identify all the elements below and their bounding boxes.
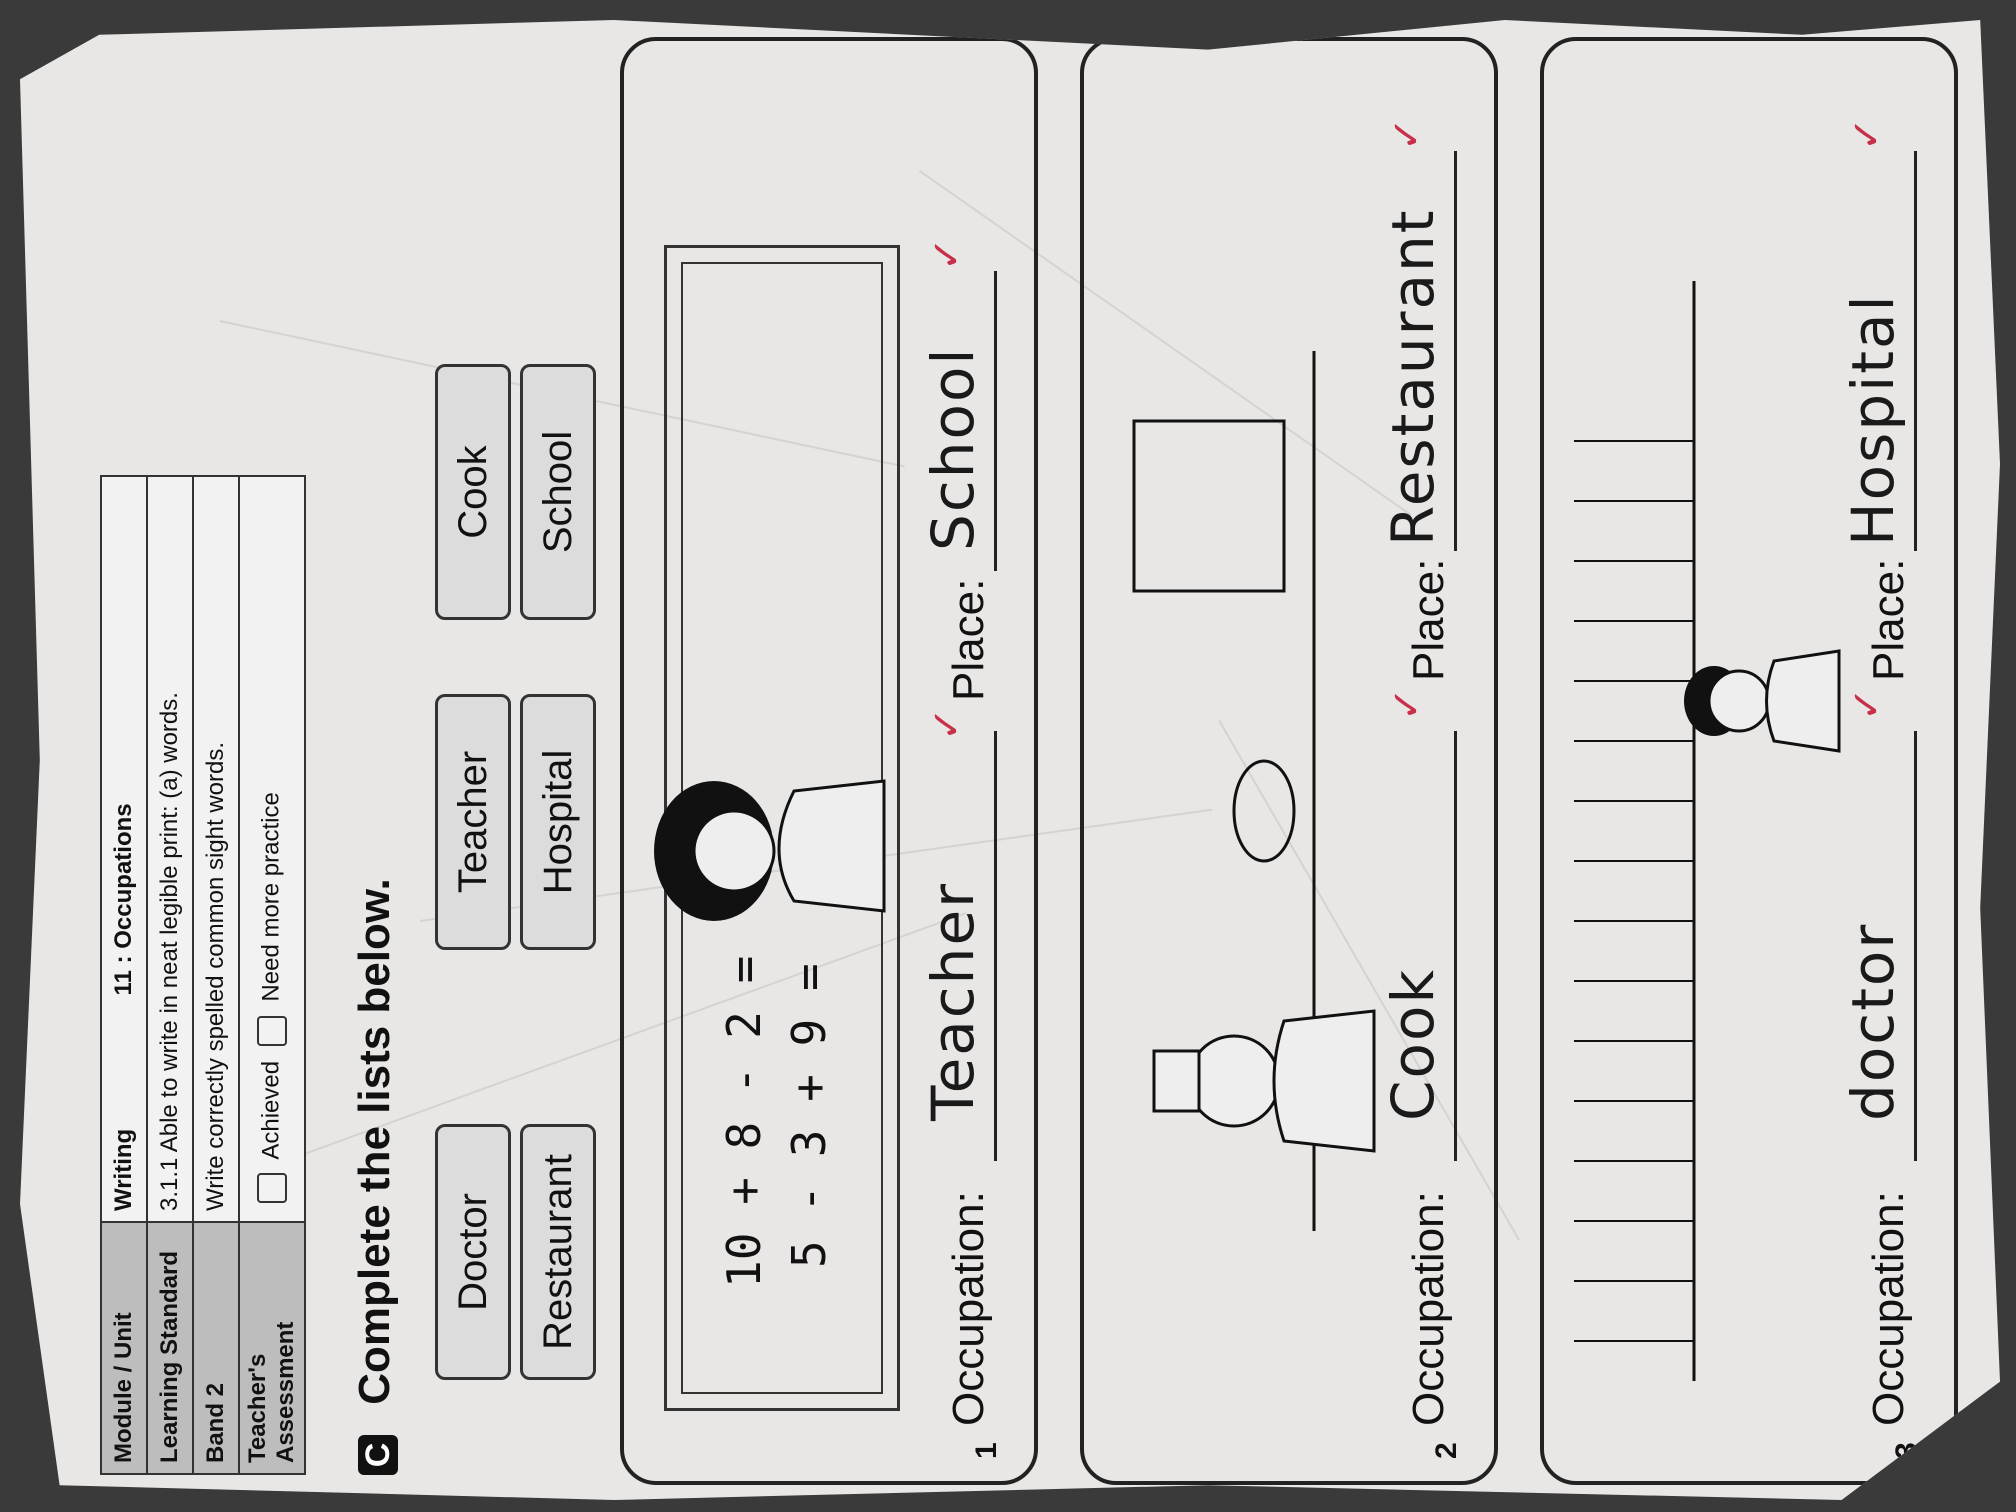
assessment-options: Achieved Need more practice (239, 476, 305, 1222)
standard-label: Learning Standard (147, 1222, 193, 1474)
band-label: Band 2 (193, 1222, 239, 1474)
assessment-header-table: Module / Unit Writing 11 : Occupations L… (100, 475, 306, 1475)
occupation-answer-line (1914, 731, 1917, 1161)
panel-1: 10 + 8 - 2 = 5 - 3 + 9 = 1 Occupation: T… (620, 37, 1038, 1485)
occupation-answer[interactable]: Cook (1379, 967, 1447, 1121)
place-label: Place: (1864, 558, 1913, 681)
place-label: Place: (944, 578, 993, 701)
need-practice-label: Need more practice (257, 792, 285, 1002)
module-skill: Writing (110, 1128, 137, 1211)
place-label: Place: (1404, 558, 1453, 681)
word-bank-hospital: Hospital (520, 694, 596, 950)
check-mark-icon: ✓ (925, 237, 969, 271)
occupation-answer[interactable]: doctor (1839, 922, 1907, 1121)
occupation-label: Occupation: (1404, 1191, 1453, 1426)
task-text: Complete the lists below. (350, 878, 399, 1405)
occupation-answer-line (1454, 731, 1457, 1161)
band-value: Write correctly spelled common sight wor… (193, 476, 239, 1222)
module-label: Module / Unit (101, 1222, 147, 1474)
task-instruction: C Complete the lists below. (350, 878, 400, 1475)
occupation-answer[interactable]: Teacher (919, 882, 987, 1121)
check-mark-icon: ✓ (1845, 117, 1889, 151)
word-bank-cook: Cook (435, 364, 511, 620)
occupation-label: Occupation: (1864, 1191, 1913, 1426)
check-mark-icon: ✓ (925, 707, 969, 741)
occupation-label: Occupation: (944, 1191, 993, 1426)
word-bank-restaurant: Restaurant (520, 1124, 596, 1380)
board-line-1: 10 + 8 - 2 = (717, 955, 771, 1288)
achieved-label: Achieved (257, 1060, 285, 1160)
word-bank-doctor: Doctor (435, 1124, 511, 1380)
word-bank-teacher: Teacher (435, 694, 511, 950)
chef-kitchen-illustration (1132, 351, 1376, 1231)
panel-number: 1 (970, 1442, 1003, 1459)
place-answer[interactable]: Restaurant (1379, 208, 1447, 546)
worksheet-content: Module / Unit Writing 11 : Occupations L… (50, 30, 2000, 1500)
place-answer[interactable]: School (919, 346, 987, 551)
check-mark-icon: ✓ (1845, 687, 1889, 721)
achieved-checkbox[interactable] (257, 1173, 287, 1203)
panel-2: 2 Occupation: Cook Place: Restaurant ✓ ✓ (1080, 37, 1498, 1485)
panel-number: 2 (1430, 1442, 1463, 1459)
place-answer-line (994, 271, 997, 571)
word-bank-school: School (520, 364, 596, 620)
teacher-illustration (654, 779, 886, 921)
task-letter-badge: C (358, 1435, 398, 1475)
check-mark-icon: ✓ (1385, 687, 1429, 721)
assessment-label: Teacher's Assessment (239, 1222, 305, 1474)
occupation-answer-line (994, 731, 997, 1161)
panel-3: 3 Occupation: doctor Place: Hospital ✓ ✓ (1540, 37, 1958, 1485)
standard-value: 3.1.1 Able to write in neat legible prin… (147, 476, 193, 1222)
module-value: Writing 11 : Occupations (101, 476, 147, 1222)
place-answer-line (1454, 151, 1457, 551)
doctor-hospital-illustration (1574, 281, 1841, 1381)
place-answer[interactable]: Hospital (1839, 293, 1907, 546)
need-practice-checkbox[interactable] (257, 1016, 287, 1047)
place-answer-line (1914, 151, 1917, 551)
board-line-2: 5 - 3 + 9 = (782, 963, 836, 1268)
panel-number: 3 (1890, 1442, 1923, 1459)
module-unit: 11 : Occupations (110, 803, 137, 996)
check-mark-icon: ✓ (1385, 117, 1429, 151)
worksheet-paper: Module / Unit Writing 11 : Occupations L… (20, 20, 2000, 1500)
